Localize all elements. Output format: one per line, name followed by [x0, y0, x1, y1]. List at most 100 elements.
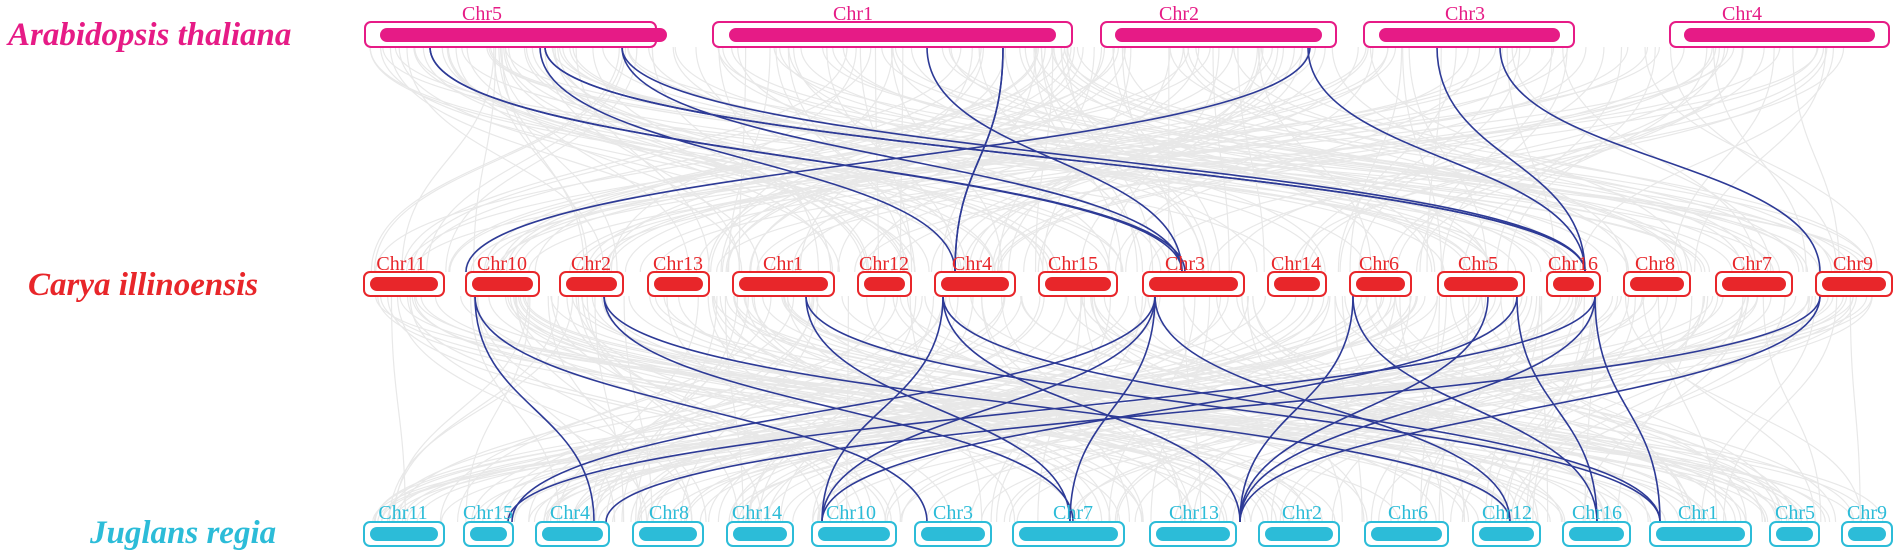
background-link	[591, 295, 1330, 523]
chromosome-chr12[interactable]: Chr12	[857, 253, 912, 297]
background-link	[890, 46, 1003, 273]
chromosome-chr16[interactable]: Chr16	[1562, 502, 1631, 547]
chromosome-bar	[1479, 527, 1534, 541]
chromosome-chr3[interactable]: Chr3	[914, 502, 992, 547]
background-link	[733, 295, 1195, 523]
background-link	[854, 46, 1469, 273]
background-link	[498, 46, 618, 273]
background-link	[369, 46, 1109, 273]
chromosome-bar	[1656, 527, 1745, 541]
background-link	[1579, 46, 1835, 273]
chromosome-label: Chr16	[1548, 253, 1598, 275]
chromosome-label: Chr3	[1445, 3, 1485, 25]
highlight-link	[1436, 46, 1586, 273]
background-link	[503, 46, 834, 273]
background-link	[472, 46, 497, 273]
chromosome-label: Chr2	[571, 253, 611, 275]
chromosome-chr2[interactable]: Chr2	[1100, 3, 1337, 48]
chromosome-chr4[interactable]: Chr4	[1669, 3, 1890, 48]
chromosome-chr13[interactable]: Chr13	[647, 253, 710, 297]
chromosome-chr15[interactable]: Chr15	[1038, 253, 1118, 297]
chromosome-label: Chr5	[1458, 253, 1498, 275]
background-link	[449, 46, 1190, 273]
chromosome-chr16[interactable]: Chr16	[1546, 253, 1601, 297]
background-link	[1212, 46, 1230, 273]
chromosome-chr8[interactable]: Chr8	[632, 502, 704, 547]
chromosome-chr1[interactable]: Chr1	[1649, 502, 1752, 547]
background-link	[1040, 46, 1204, 273]
chromosome-label: Chr15	[1048, 253, 1098, 275]
background-link	[981, 295, 1186, 523]
background-link	[699, 295, 1496, 523]
background-link	[1065, 295, 1777, 523]
background-link	[501, 46, 585, 273]
chromosome-chr9[interactable]: Chr9	[1841, 502, 1893, 547]
background-link	[1260, 46, 1833, 273]
chromosome-chr1[interactable]: Chr1	[712, 3, 1073, 48]
chromosome-bar	[472, 277, 533, 291]
chromosome-chr5[interactable]: Chr5	[1769, 502, 1820, 547]
background-link	[387, 295, 887, 523]
chromosome-chr10[interactable]: Chr10	[465, 253, 540, 297]
chromosome-chr6[interactable]: Chr6	[1364, 502, 1449, 547]
chromosome-chr1[interactable]: Chr1	[732, 253, 835, 297]
chromosome-chr5[interactable]: Chr5	[364, 3, 667, 48]
background-link	[610, 46, 857, 273]
chromosome-chr3[interactable]: Chr3	[1363, 3, 1575, 48]
chromosome-chr7[interactable]: Chr7	[1012, 502, 1125, 547]
chromosome-chr7[interactable]: Chr7	[1715, 253, 1793, 297]
chromosome-chr14[interactable]: Chr14	[1267, 253, 1327, 297]
chromosome-bar	[1019, 527, 1118, 541]
background-link	[1292, 46, 1828, 273]
chromosome-chr10[interactable]: Chr10	[811, 502, 897, 547]
background-link	[710, 46, 1007, 273]
background-link	[1063, 46, 1836, 273]
background-link	[1003, 295, 1581, 523]
background-link	[440, 295, 1714, 523]
chromosome-label: Chr14	[1271, 253, 1321, 275]
chromosome-label: Chr8	[649, 502, 689, 524]
background-link	[1540, 295, 1549, 523]
background-link	[779, 295, 974, 523]
background-link	[413, 46, 1660, 273]
chromosome-bar	[864, 277, 905, 291]
chromosome-bar	[1848, 527, 1886, 541]
chromosome-label: Chr2	[1282, 502, 1322, 524]
chromosome-chr4[interactable]: Chr4	[934, 253, 1016, 297]
chromosome-chr2[interactable]: Chr2	[559, 253, 624, 297]
background-link	[1370, 295, 1542, 523]
chromosome-chr14[interactable]: Chr14	[726, 502, 794, 547]
background-link	[1399, 295, 1465, 523]
background-link	[426, 46, 627, 273]
chromosome-chr5[interactable]: Chr5	[1437, 253, 1525, 297]
chromosome-chr11[interactable]: Chr11	[363, 502, 445, 547]
background-link	[399, 295, 1666, 523]
highlight-link	[1239, 295, 1596, 523]
background-link	[764, 295, 1502, 523]
background-link	[881, 46, 1780, 273]
chromosome-chr8[interactable]: Chr8	[1623, 253, 1691, 297]
background-link	[1462, 295, 1747, 523]
background-link	[884, 295, 1250, 523]
background-link	[1236, 295, 1788, 523]
chromosome-label: Chr9	[1847, 502, 1887, 524]
chromosome-label: Chr7	[1732, 253, 1772, 275]
chromosome-chr3[interactable]: Chr3	[1142, 253, 1245, 297]
chromosome-chr15[interactable]: Chr15	[463, 502, 514, 547]
chromosome-bar	[1149, 277, 1238, 291]
chromosome-label: Chr16	[1572, 502, 1622, 524]
chromosome-chr9[interactable]: Chr9	[1815, 253, 1893, 297]
chromosome-chr6[interactable]: Chr6	[1349, 253, 1412, 297]
chromosome-label: Chr14	[732, 502, 782, 524]
background-collinearity-links	[369, 46, 1884, 523]
background-link	[369, 46, 1054, 273]
chromosome-chr12[interactable]: Chr12	[1472, 502, 1541, 547]
background-link	[1624, 295, 1863, 523]
chromosome-chr4[interactable]: Chr4	[535, 502, 610, 547]
chromosome-chr11[interactable]: Chr11	[363, 253, 445, 297]
chromosome-chr2[interactable]: Chr2	[1258, 502, 1340, 547]
background-link	[499, 46, 690, 273]
background-link	[477, 295, 707, 523]
background-link	[540, 46, 868, 273]
chromosome-chr13[interactable]: Chr13	[1149, 502, 1237, 547]
